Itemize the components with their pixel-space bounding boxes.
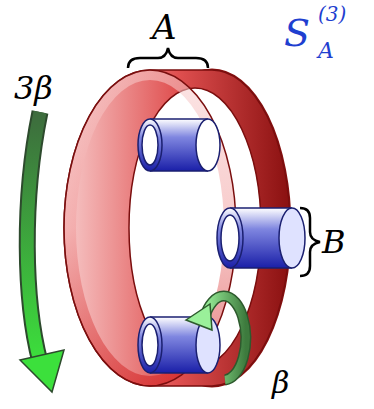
rotation-label: β	[272, 368, 289, 398]
cylinder-label: B	[322, 226, 346, 258]
entropy-symbol: S	[284, 14, 310, 52]
entropy-superscript: (3)	[318, 4, 346, 24]
entropy-subscript: A	[318, 40, 334, 62]
band-label: A	[152, 10, 177, 44]
rotation-label: 3β	[14, 72, 53, 104]
